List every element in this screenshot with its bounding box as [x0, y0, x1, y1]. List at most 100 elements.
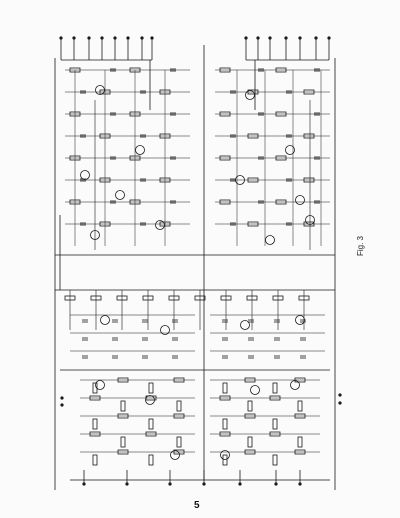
transistor [220, 450, 230, 460]
resistor [142, 295, 154, 301]
resistor [269, 395, 281, 401]
terminal [268, 36, 272, 40]
resistor [173, 377, 185, 383]
transistor [240, 320, 250, 330]
transistor [305, 215, 315, 225]
resistor [219, 111, 231, 117]
resistor [272, 418, 278, 430]
resistor [99, 133, 111, 139]
resistor [120, 436, 126, 448]
resistor [148, 382, 154, 394]
resistor [222, 454, 228, 466]
resistor [99, 177, 111, 183]
resistor [220, 295, 232, 301]
terminal [202, 482, 206, 486]
resistor [275, 67, 287, 73]
resistor [64, 295, 76, 301]
resistor [194, 295, 206, 301]
transistor [295, 315, 305, 325]
resistor [247, 133, 259, 139]
terminal [87, 36, 91, 40]
resistor [247, 221, 259, 227]
resistor [116, 295, 128, 301]
resistor [247, 436, 253, 448]
resistor [275, 111, 287, 117]
resistor [159, 89, 171, 95]
transistor [80, 170, 90, 180]
figure-label: Fig. 3 [356, 235, 365, 256]
transistor [170, 450, 180, 460]
resistor [69, 67, 81, 73]
resistor [219, 199, 231, 205]
resistor [303, 221, 315, 227]
transistor [90, 230, 100, 240]
transistor [95, 85, 105, 95]
resistor [148, 418, 154, 430]
resistor [90, 295, 102, 301]
transistor [250, 385, 260, 395]
transistor [290, 380, 300, 390]
resistor [219, 155, 231, 161]
resistor [244, 413, 256, 419]
resistor [247, 400, 253, 412]
resistor [294, 413, 306, 419]
resistor [222, 418, 228, 430]
resistor [69, 155, 81, 161]
terminal [72, 36, 76, 40]
resistor [272, 454, 278, 466]
resistor [219, 431, 231, 437]
transistor [295, 195, 305, 205]
page-number: 5 [194, 500, 200, 511]
terminal [126, 36, 130, 40]
resistor [129, 67, 141, 73]
transistor [245, 90, 255, 100]
terminal [60, 396, 64, 400]
resistor [244, 377, 256, 383]
resistor [89, 431, 101, 437]
resistor [168, 295, 180, 301]
resistor [303, 177, 315, 183]
terminal [168, 482, 172, 486]
resistor [297, 436, 303, 448]
resistor [92, 382, 98, 394]
transistor [95, 380, 105, 390]
resistor [159, 133, 171, 139]
terminal [113, 36, 117, 40]
resistor [176, 436, 182, 448]
resistor [129, 199, 141, 205]
resistor [117, 377, 129, 383]
resistor [92, 454, 98, 466]
schematic-components [64, 67, 320, 466]
terminal [244, 36, 248, 40]
transistor [145, 395, 155, 405]
terminal [314, 36, 318, 40]
resistor [173, 413, 185, 419]
terminal [82, 482, 86, 486]
resistor [159, 221, 171, 227]
resistor [272, 295, 284, 301]
terminal [298, 36, 302, 40]
resistor [117, 413, 129, 419]
resistor [247, 89, 259, 95]
terminal [298, 482, 302, 486]
resistor [99, 221, 111, 227]
terminal [284, 36, 288, 40]
transistor [265, 235, 275, 245]
resistor [129, 111, 141, 117]
resistor [120, 400, 126, 412]
terminal [60, 403, 64, 407]
transistor [135, 145, 145, 155]
terminal [238, 482, 242, 486]
resistor [145, 431, 157, 437]
transistor [285, 145, 295, 155]
resistor [303, 133, 315, 139]
resistor [92, 418, 98, 430]
resistor [294, 449, 306, 455]
resistor [275, 199, 287, 205]
terminal [125, 482, 129, 486]
resistor [129, 155, 141, 161]
resistor [298, 295, 310, 301]
resistor [219, 395, 231, 401]
